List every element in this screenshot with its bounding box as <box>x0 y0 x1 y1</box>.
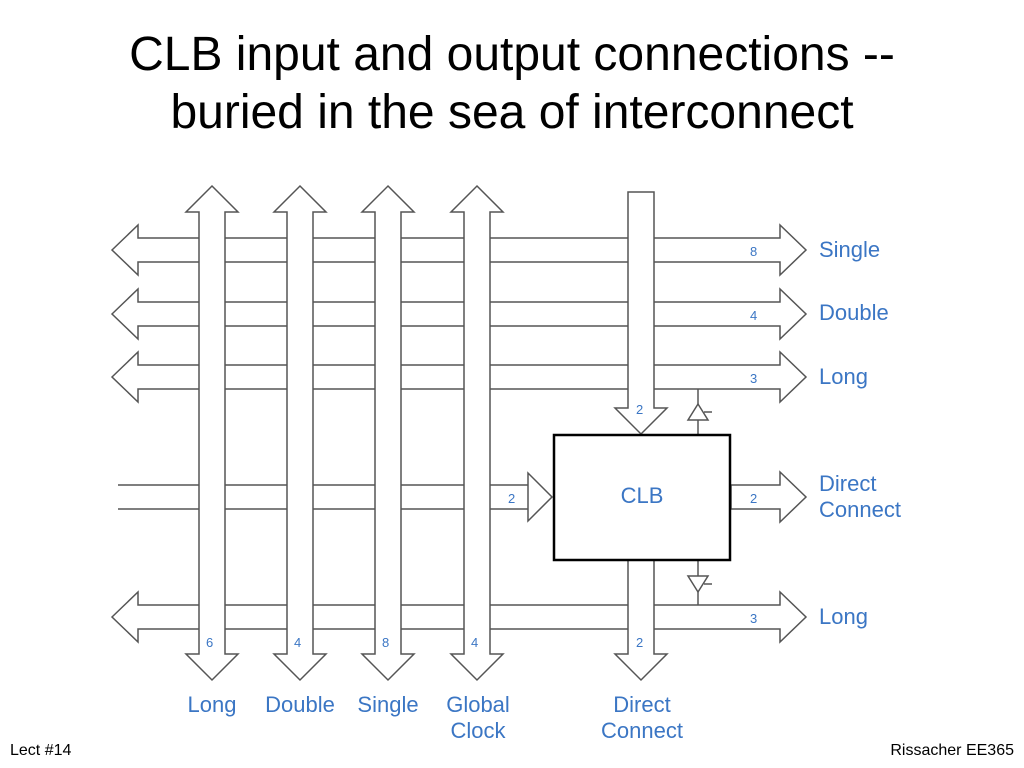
label-global-bottom-line2: Clock <box>450 718 506 743</box>
footer-lecture-number: Lect #14 <box>10 742 72 759</box>
hbus-double-width: 4 <box>750 308 757 323</box>
hbus-double: 4 <box>110 287 808 341</box>
direct-connect-top-bus: 2 <box>613 191 669 436</box>
hbus-single: 8 <box>110 223 808 277</box>
label-long-top-right: Long <box>819 364 868 389</box>
vbus-single: 8 <box>360 184 416 682</box>
label-long-bottom: Long <box>188 692 237 717</box>
clb-output-bus: 2 <box>730 470 808 524</box>
label-single-right: Single <box>819 237 880 262</box>
hbus-long-bottom-width: 3 <box>750 611 757 626</box>
vbus-global-clock-width: 4 <box>471 635 478 650</box>
direct-connect-bottom-width: 2 <box>636 635 643 650</box>
clb-block: CLB <box>552 433 732 562</box>
footer-course: Rissacher EE365 <box>890 742 1014 759</box>
label-single-bottom: Single <box>357 692 418 717</box>
label-direct-bottom-line2: Connect <box>601 718 683 743</box>
vbus-long-width: 6 <box>206 635 213 650</box>
clb-output-width: 2 <box>750 491 757 506</box>
hbus-single-width: 8 <box>750 244 757 259</box>
label-direct-right-line2: Connect <box>819 497 901 522</box>
label-direct-bottom-line1: Direct <box>613 692 670 717</box>
title-line-1: CLB input and output connections -- <box>129 28 895 81</box>
vbus-global-clock: 4 <box>449 184 505 682</box>
clb-input-bus: 2 <box>118 471 554 523</box>
vbus-single-width: 8 <box>382 635 389 650</box>
title-line-2: buried in the sea of interconnect <box>170 86 854 139</box>
vbus-double: 4 <box>272 184 328 682</box>
label-direct-right-line1: Direct <box>819 471 876 496</box>
direct-connect-top-width: 2 <box>636 402 643 417</box>
label-double-bottom: Double <box>265 692 335 717</box>
direct-connect-bottom-bus: 2 <box>613 559 669 682</box>
clb-input-width: 2 <box>508 491 515 506</box>
clb-label: CLB <box>621 483 664 508</box>
label-long-bottom-right: Long <box>819 604 868 629</box>
vbus-double-width: 4 <box>294 635 301 650</box>
hbus-long-top: 3 <box>110 350 808 404</box>
vbus-long: 6 <box>184 184 240 682</box>
slide-title: CLB input and output connections -- buri… <box>0 26 1024 142</box>
hbus-long-bottom: 3 <box>110 590 808 644</box>
tristate-buffer-down <box>686 560 712 605</box>
label-double-right: Double <box>819 300 889 325</box>
hbus-long-top-width: 3 <box>750 371 757 386</box>
label-global-bottom-line1: Global <box>446 692 510 717</box>
tristate-buffer-up <box>686 389 712 434</box>
